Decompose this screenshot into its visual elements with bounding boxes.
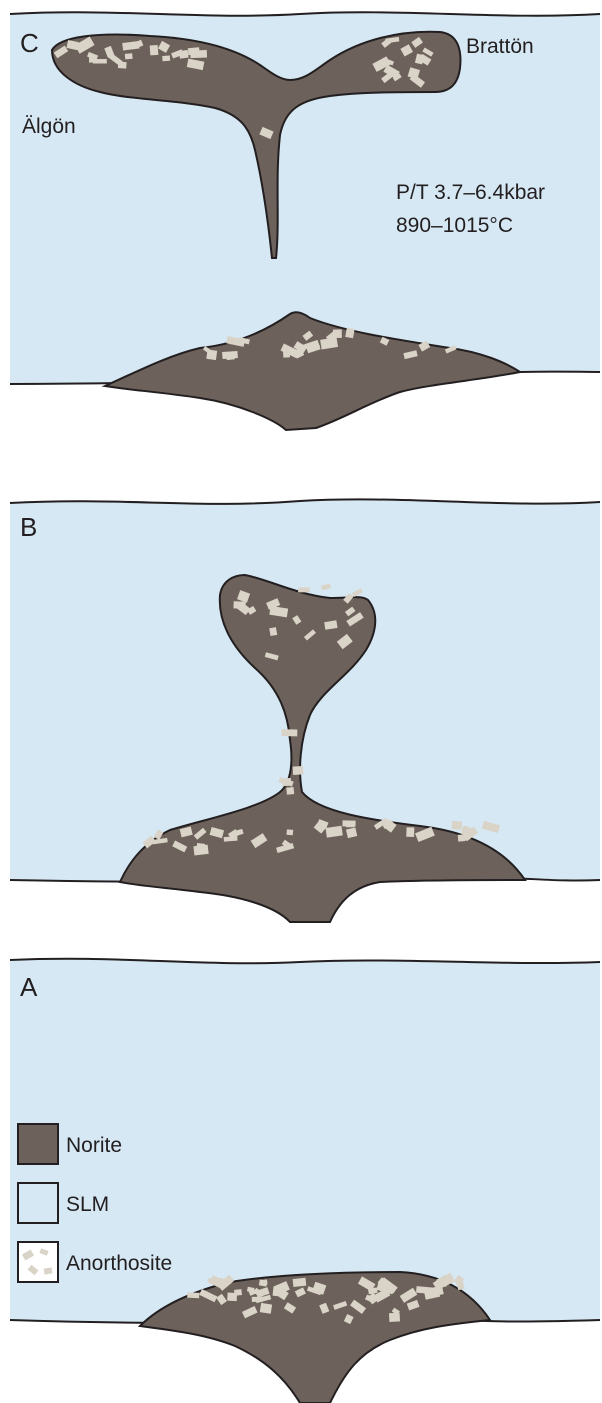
panel-c-pressure: P/T 3.7–6.4kbar (396, 181, 545, 204)
anorthosite-crystal (293, 766, 304, 775)
legend-label-slm: SLM (66, 1193, 109, 1216)
anorthosite-crystal (342, 820, 355, 826)
anorthosite-crystal (206, 349, 217, 360)
anorthosite-crystal (227, 1292, 237, 1301)
anorthosite-crystal (333, 329, 342, 338)
panel-a: A (10, 959, 600, 1403)
anorthosite-crystal (190, 50, 207, 58)
anorthosite-crystal (208, 1278, 224, 1283)
anorthosite-crystal (286, 787, 294, 795)
anorthosite-crystal (451, 821, 462, 830)
anorthosite-crystal (458, 834, 466, 841)
panel-c-letter: C (20, 28, 39, 58)
anorthosite-crystal (298, 587, 310, 592)
anorthosite-crystal (196, 843, 205, 853)
anorthosite-crystal (286, 829, 293, 835)
panel-a-letter: A (20, 972, 38, 1002)
panel-c-site-algon: Älgön (22, 115, 76, 138)
legend-label-norite: Norite (66, 1134, 122, 1157)
anorthosite-crystal (273, 1286, 284, 1296)
panel-c-site-bratton: Brattön (466, 35, 534, 58)
anorthosite-crystal (293, 1278, 307, 1287)
panel-b: B (10, 499, 600, 922)
legend-swatch-norite (18, 1124, 58, 1164)
legend-swatch-anorthosite (18, 1242, 58, 1282)
anorthosite-crystal (389, 1313, 400, 1322)
panel-b-letter: B (20, 512, 37, 542)
anorthosite-crystal (281, 729, 297, 736)
anorthosite-crystal (187, 1292, 199, 1298)
anorthosite-crystal (233, 601, 245, 609)
anorthosite-crystal (162, 55, 170, 61)
legend-swatch-slm (18, 1183, 58, 1223)
anorthosite-crystal (125, 53, 133, 59)
anorthosite-crystal (269, 627, 277, 636)
panel-c-temperature: 890–1015°C (396, 214, 513, 237)
panel-c: C Älgön Brattön P/T 3.7–6.4kbar 890–1015… (10, 12, 600, 430)
legend-label-anorthosite: Anorthosite (66, 1252, 172, 1275)
anorthosite-crystal (260, 1303, 272, 1314)
anorthosite-crystal (226, 353, 235, 360)
anorthosite-crystal (406, 827, 414, 837)
anorthosite-crystal (252, 1297, 263, 1302)
anorthosite-crystal (345, 328, 354, 339)
anorthosite-crystal (284, 349, 291, 354)
anorthosite-crystal (150, 45, 159, 55)
